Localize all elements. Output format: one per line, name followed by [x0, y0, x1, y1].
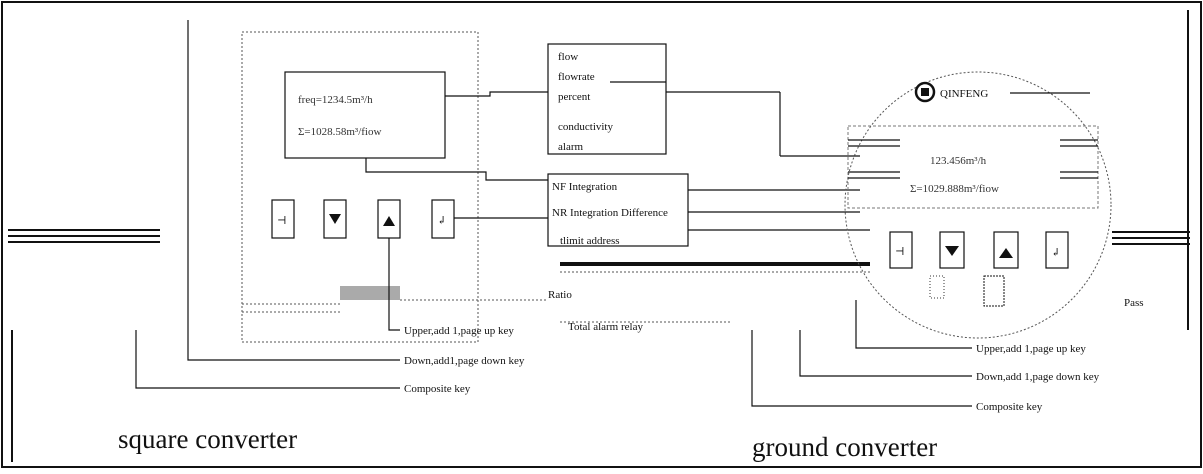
ground-label-down-key: Down,add 1,page down key	[976, 371, 1100, 383]
square-key-enter[interactable]: ↲	[432, 200, 454, 238]
ground-label-up-key: Upper,add 1,page up key	[976, 343, 1086, 355]
square-screen-line2: Σ=1028.58m³/fiow	[298, 126, 381, 138]
square-label-up-key: Upper,add 1,page up key	[404, 325, 514, 337]
middle-note: Total alarm relay	[568, 321, 643, 333]
menu-tree: flow flowrate percent conductivity alarm…	[366, 44, 870, 333]
menu-item-flow: flow	[558, 51, 578, 63]
square-caption: square converter	[118, 424, 297, 454]
ground-label-composite-key: Composite key	[976, 401, 1043, 413]
square-converter: freq=1234.5m³/h Σ=1028.58m³/fiow ⊣ ↲	[242, 32, 478, 342]
ground-brand: QINFENG	[940, 88, 988, 100]
right-bar-stack	[1112, 232, 1190, 244]
menu-item-conductivity: conductivity	[558, 121, 613, 133]
ground-key-leaders	[752, 300, 972, 406]
option-nr-integration-difference: NR Integration Difference	[552, 207, 668, 219]
option-ratio: Ratio	[548, 289, 572, 301]
ground-screen	[848, 126, 1098, 208]
enter-key-icon: ↲	[437, 215, 446, 227]
ground-key-up[interactable]	[994, 232, 1018, 268]
square-screen	[285, 72, 445, 158]
ground-converter-body	[845, 72, 1111, 338]
ground-terminal-pins	[930, 276, 1004, 306]
square-connector-block	[340, 286, 400, 300]
square-label-down-key: Down,add1,page down key	[404, 355, 525, 367]
ground-caption: ground converter	[752, 432, 937, 462]
ground-key-composite[interactable]: ⊣	[890, 232, 912, 268]
option-tlimit-address: tlimit address	[560, 235, 620, 247]
ground-key-down[interactable]	[940, 232, 964, 268]
square-key-leaders	[136, 20, 400, 388]
square-key-down[interactable]	[324, 200, 346, 238]
option-nf-integration: NF Integration	[552, 181, 618, 193]
ground-key-enter[interactable]: ↲	[1046, 232, 1068, 268]
square-label-composite-key: Composite key	[404, 383, 471, 395]
composite-key-icon: ⊣	[277, 215, 286, 227]
square-key-up[interactable]	[378, 200, 400, 238]
left-bar-stack	[8, 230, 160, 242]
ground-side-note: Pass	[1124, 297, 1144, 309]
ground-converter: QINFENG 123.456m³/h Σ=1029.888m³/fiow ⊣	[845, 72, 1144, 338]
square-screen-line1: freq=1234.5m³/h	[298, 94, 373, 106]
menu-item-percent: percent	[558, 91, 590, 103]
ground-screen-line2: Σ=1029.888m³/fiow	[910, 183, 999, 195]
enter-key-icon: ↲	[1051, 247, 1060, 259]
menu-item-alarm: alarm	[558, 141, 583, 153]
menu-item-flowrate: flowrate	[558, 71, 595, 83]
composite-key-icon: ⊣	[895, 246, 904, 258]
square-key-composite[interactable]: ⊣	[272, 200, 294, 238]
ground-screen-line1: 123.456m³/h	[930, 155, 987, 167]
